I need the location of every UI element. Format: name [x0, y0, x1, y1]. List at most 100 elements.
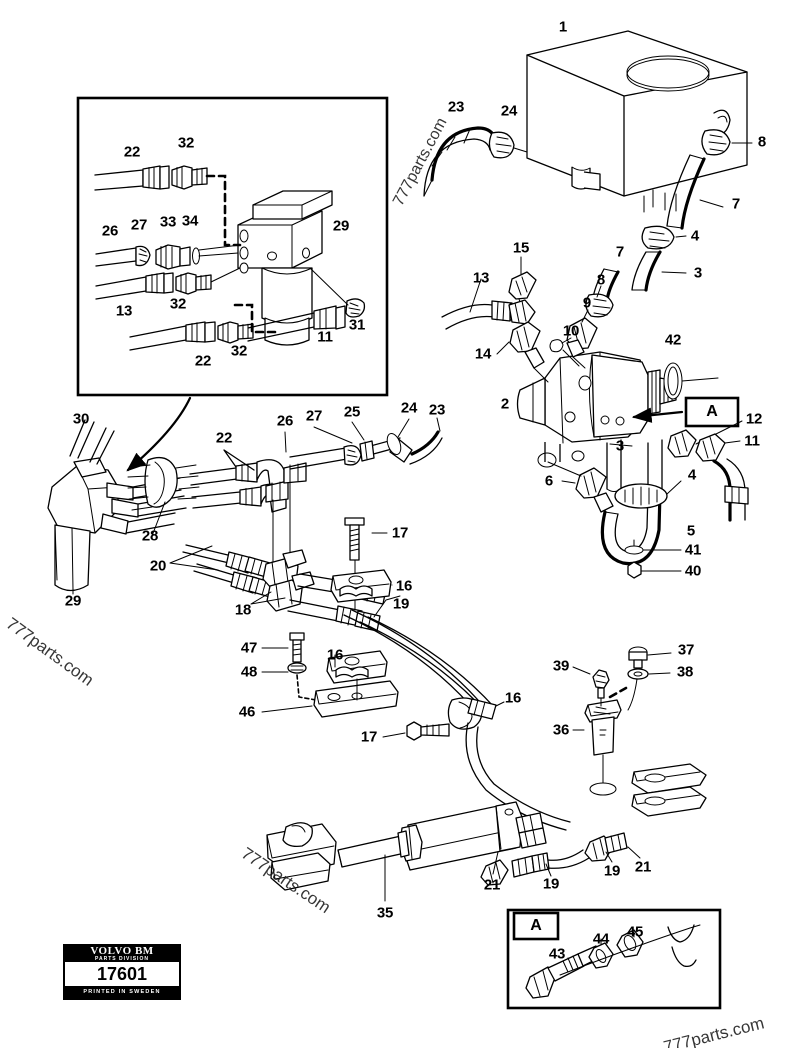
- fittings-21-19-right: [480, 832, 641, 886]
- detail-box-leader: [126, 396, 192, 472]
- callout-24: 24: [400, 399, 418, 417]
- fitting-14: [496, 321, 549, 383]
- callout-45: 45: [626, 923, 644, 941]
- hose-11-right: [695, 433, 749, 522]
- callout-8: 8: [757, 133, 767, 151]
- callout-39: 39: [552, 657, 570, 675]
- callout-7: 7: [731, 195, 741, 213]
- fitting-32-bottom: [217, 321, 254, 344]
- callout-19: 19: [603, 862, 621, 880]
- clamp-28: [127, 456, 200, 537]
- valve-block-29: [237, 190, 333, 346]
- callout-22: 22: [123, 143, 141, 161]
- callout-5: 5: [686, 522, 696, 540]
- callout-46: 46: [238, 703, 256, 721]
- callout-22: 22: [194, 352, 212, 370]
- callout-43: 43: [548, 945, 566, 963]
- callout-18: 18: [234, 601, 252, 619]
- hose-group-20: [169, 544, 275, 598]
- grease-nipple-39: [572, 666, 610, 707]
- fitting-6: [547, 461, 614, 513]
- hydraulic-tank-1: [526, 30, 748, 213]
- callout-32: 32: [230, 342, 248, 360]
- fitting-31: [309, 267, 366, 318]
- callout-8: 8: [596, 271, 606, 289]
- hose-3-tank: [631, 250, 687, 292]
- callout-40: 40: [684, 562, 702, 580]
- bolt-17-lower: [382, 721, 450, 741]
- callout-9: 9: [582, 294, 592, 312]
- callout-29: 29: [332, 217, 350, 235]
- callout-23: 23: [428, 401, 446, 419]
- callout-26: 26: [276, 412, 294, 430]
- distributor-29: [47, 419, 187, 595]
- clamp-27-right: [313, 426, 362, 466]
- dashed-link-bottom: [233, 303, 277, 334]
- callout-6: 6: [544, 472, 554, 490]
- hose-26-right: [284, 431, 348, 470]
- callout-21: 21: [483, 876, 501, 894]
- detail-a-contents: [525, 924, 701, 999]
- callout-10: 10: [562, 322, 580, 340]
- fitting-33-34: [155, 244, 241, 270]
- callout-41: 41: [684, 541, 702, 559]
- callout-2: 2: [500, 395, 510, 413]
- elbow-pump-inlet: [508, 299, 536, 325]
- callout-14: 14: [474, 345, 492, 363]
- detail-a-frame: [506, 908, 722, 1010]
- callout-11: 11: [317, 328, 333, 346]
- callout-32: 32: [169, 295, 187, 313]
- callout-20: 20: [149, 557, 167, 575]
- hose-23-right: [409, 417, 443, 465]
- washer-24-right: [386, 418, 410, 456]
- brand-name: VOLVO BM: [90, 945, 154, 957]
- clamp-16-mid: [326, 650, 388, 701]
- hose-22-top: [94, 165, 170, 191]
- callout-12: 12: [745, 410, 763, 428]
- ring-10: [549, 337, 580, 367]
- fitting-32-mid: [175, 267, 241, 295]
- callout-16: 16: [326, 646, 344, 664]
- washer-48: [261, 662, 317, 701]
- callout-38: 38: [676, 663, 694, 681]
- hose-group-22: [189, 449, 307, 571]
- hose-13: [95, 272, 174, 300]
- hose-7-tank: [666, 154, 724, 230]
- title-block-brand-bar: VOLVO BM PARTS DIVISION: [65, 946, 179, 962]
- drawing-number: 17601: [65, 962, 179, 987]
- callout-22: 22: [215, 429, 233, 447]
- callout-44: 44: [592, 930, 610, 948]
- detail-letter-a-box: A: [530, 917, 542, 934]
- hose-26: [95, 247, 137, 267]
- callout-4: 4: [687, 466, 697, 484]
- callout-19: 19: [542, 875, 560, 893]
- printed-in: PRINTED IN SWEDEN: [65, 987, 179, 998]
- callout-33: 33: [159, 213, 177, 231]
- upper-left-detail-frame: [76, 96, 389, 397]
- callout-34: 34: [181, 212, 199, 230]
- bolt-47: [261, 632, 305, 663]
- callout-7: 7: [615, 243, 625, 261]
- detail-a-marker-box: [631, 396, 740, 428]
- callout-27: 27: [130, 216, 148, 234]
- brand-division: PARTS DIVISION: [95, 956, 149, 962]
- hose-13-pump: [441, 278, 520, 330]
- callout-24: 24: [500, 102, 518, 120]
- callout-17: 17: [360, 728, 378, 746]
- callout-15: 15: [512, 239, 530, 257]
- callout-1: 1: [558, 18, 568, 36]
- hose-11-detail: [247, 305, 346, 342]
- clamp-4-tank: [641, 225, 687, 250]
- callout-21: 21: [634, 858, 652, 876]
- fitting-9: [566, 309, 598, 369]
- callout-13: 13: [472, 269, 490, 287]
- dashed-link-top: [205, 174, 242, 247]
- clamp-24: [488, 131, 528, 159]
- clamp-27: [135, 245, 151, 267]
- callout-25: 25: [343, 403, 361, 421]
- nut-40: [627, 561, 682, 579]
- callout-35: 35: [376, 904, 394, 922]
- hose-22-bottom: [129, 321, 216, 351]
- callout-27: 27: [305, 407, 323, 425]
